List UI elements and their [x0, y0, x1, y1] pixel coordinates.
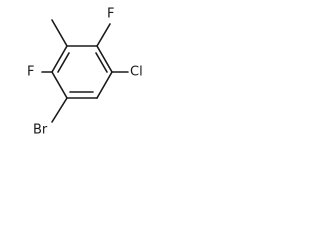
methyl-bond [51, 19, 68, 47]
fluorine-top-label: F [107, 7, 114, 22]
ring-double-bond-c6-c1 [57, 52, 70, 73]
bromine-bond [51, 97, 68, 123]
ring-bond-c6-c1 [51, 45, 68, 73]
molecule-structure: F F Cl Br [27, 7, 143, 138]
fluorine-top-bond [96, 23, 111, 47]
ring-bond-c5-c6 [51, 71, 68, 99]
ring-bond-c2-c3 [96, 45, 113, 73]
chlorine-label: Cl [130, 65, 143, 80]
ring-bond-c3-c4 [96, 71, 113, 99]
bromine-label: Br [33, 123, 48, 138]
ring-double-bond-c2-c3 [95, 52, 108, 73]
fluorine-left-label: F [27, 65, 34, 80]
